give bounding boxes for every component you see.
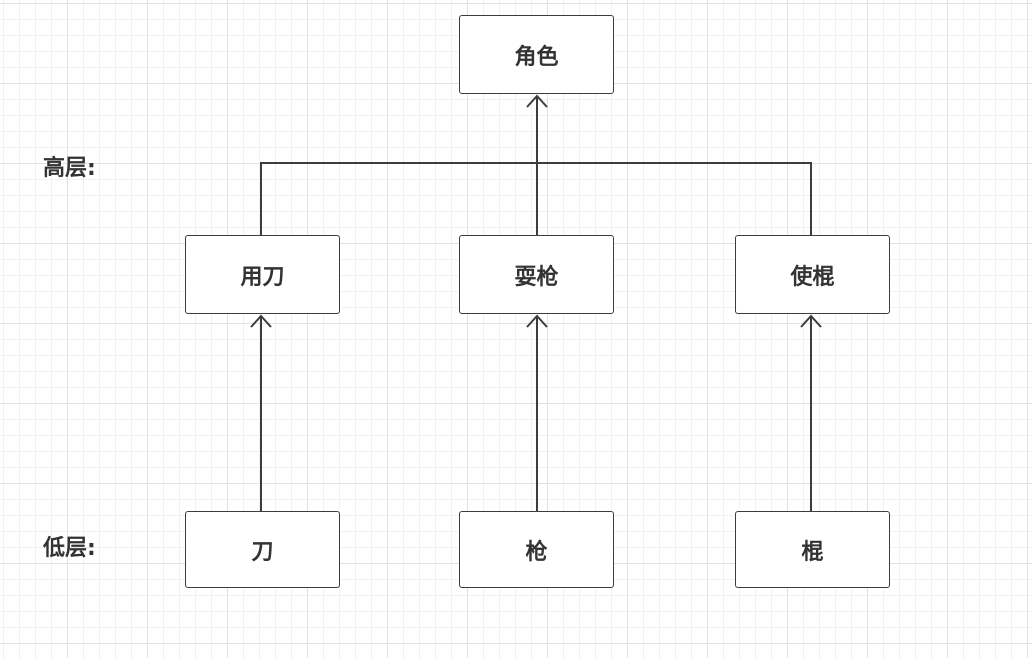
node-staff[interactable]: 棍 [735, 511, 890, 588]
arrowhead-wield-spear [526, 314, 548, 328]
arrowhead-role [526, 94, 548, 108]
node-use-staff[interactable]: 使棍 [735, 235, 890, 314]
node-knife[interactable]: 刀 [185, 511, 340, 588]
low-tier-label: 低层: [43, 536, 96, 561]
node-role[interactable]: 角色 [459, 15, 614, 94]
edge-use-staff-to-role [537, 162, 812, 236]
edge-use-knife-to-role [260, 162, 537, 236]
arrowhead-use-staff [800, 314, 822, 328]
node-use-knife[interactable]: 用刀 [185, 235, 340, 314]
arrowhead-use-knife [250, 314, 272, 328]
node-wield-spear[interactable]: 耍枪 [459, 235, 614, 314]
high-tier-label: 高层: [43, 156, 96, 181]
node-spear[interactable]: 枪 [459, 511, 614, 588]
